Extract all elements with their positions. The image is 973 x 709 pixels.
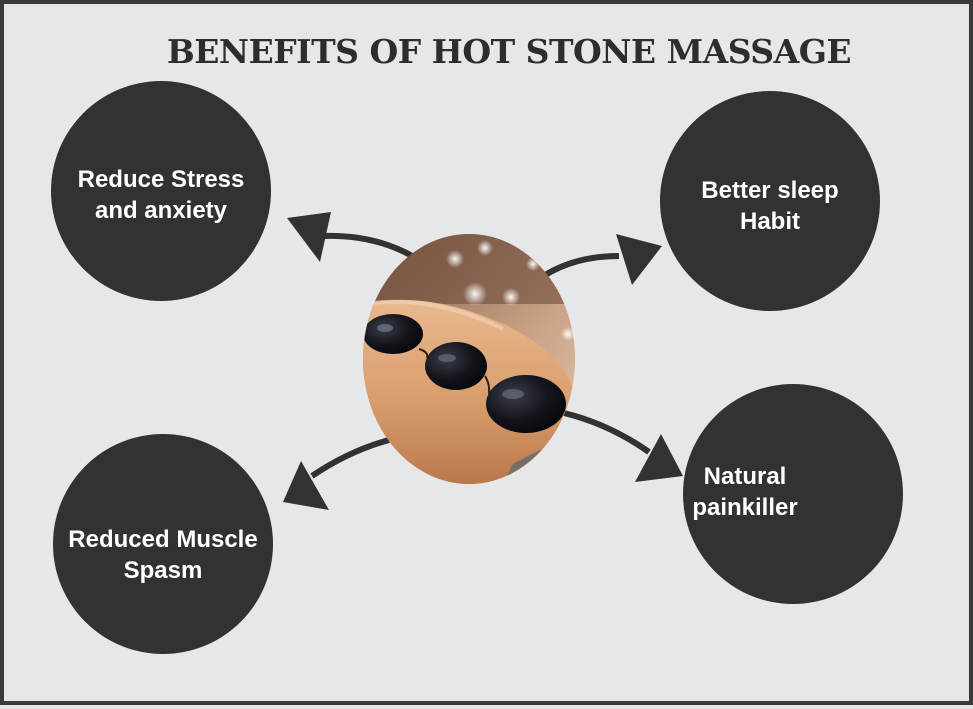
benefit-label-line1: Reduce Stress [77, 166, 245, 193]
page-title: BENEFITS OF HOT STONE MASSAGE [166, 32, 852, 71]
benefit-label-line2: and anxiety [94, 197, 228, 224]
arrow-to-top-right [540, 234, 662, 285]
benefit-circle-natural-painkiller: Natural painkiller [683, 384, 903, 604]
arrow-to-top-left [287, 212, 416, 262]
benefit-label-line2: painkiller [692, 494, 798, 521]
benefit-label-line1: Natural [703, 463, 787, 490]
arrow-to-bottom-right [563, 410, 683, 482]
benefit-label-line1: Reduced Muscle [68, 526, 258, 553]
hot-stone-massage-photo [363, 234, 575, 484]
benefit-circle-reduced-muscle-spasm: Reduced Muscle Spasm [53, 434, 273, 654]
benefit-circle-reduce-stress: Reduce Stress and anxiety [51, 81, 271, 301]
benefit-label-line2: Spasm [123, 557, 203, 584]
arrows-layer [283, 212, 683, 510]
arrow-to-bottom-left [283, 437, 390, 510]
benefit-circle-better-sleep: Better sleep Habit [660, 91, 880, 311]
benefit-label-line1: Better sleep [701, 177, 839, 204]
benefit-label-line2: Habit [740, 208, 800, 235]
